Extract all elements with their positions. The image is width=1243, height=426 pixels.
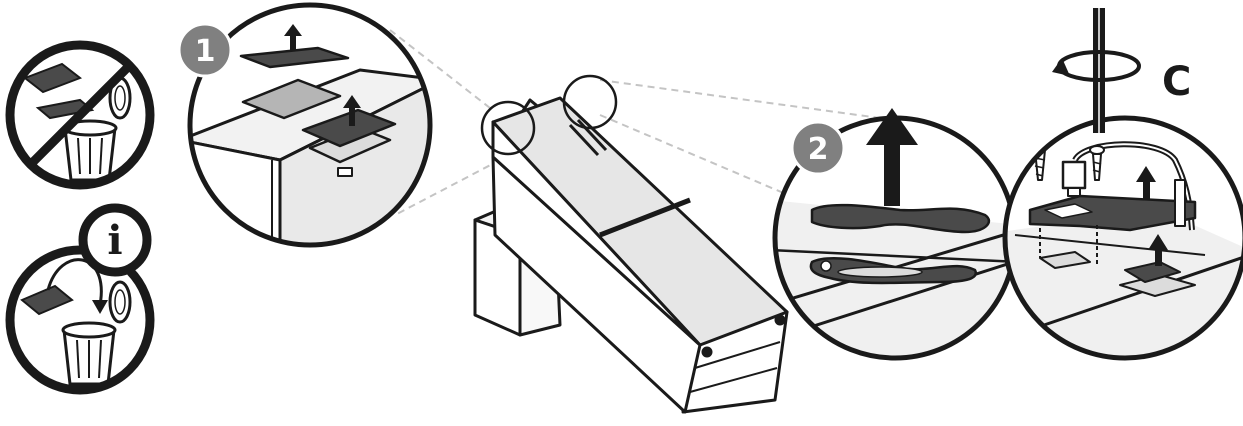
leader-lines [389, 29, 881, 216]
rotation-direction-label: C [1162, 59, 1191, 105]
no-trash-icon [5, 40, 155, 190]
step-1-badge: 1 [177, 22, 233, 78]
info-icon: i [78, 203, 152, 277]
step-2-badge: 2 [790, 120, 846, 176]
detail-step-2: 2 [772, 108, 1018, 361]
screw-icon [1089, 145, 1105, 181]
step-2-number: 2 [808, 132, 829, 167]
detail-step-1: 1 [177, 2, 433, 248]
step-1-number: 1 [195, 34, 216, 69]
rotate-arrow-icon [1052, 50, 1141, 82]
lift-arrow-icon [1136, 166, 1168, 266]
screwdriver-tool [1093, 8, 1105, 133]
fridge-appliance [473, 96, 789, 414]
trash-can-icon [5, 245, 155, 395]
info-symbol: i [107, 217, 122, 264]
lift-arrow-icon [284, 24, 361, 126]
lift-arrow-icon [866, 108, 918, 206]
detail-step-3 [1002, 115, 1243, 361]
fridge-callout-circles [480, 74, 618, 156]
